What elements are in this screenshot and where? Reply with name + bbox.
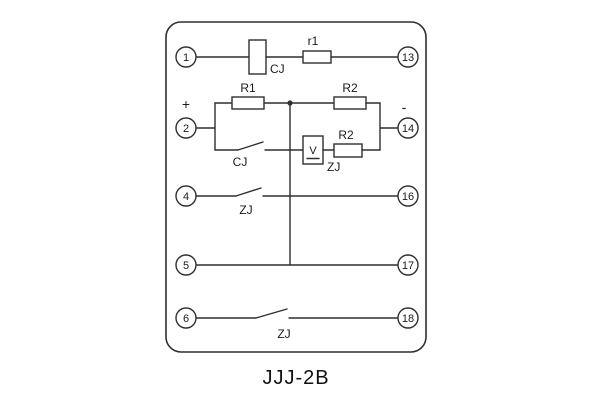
resistor-R2-bottom-label: R2 — [338, 128, 354, 142]
model-caption: JJJ-2B — [262, 367, 329, 389]
terminal-number: 18 — [402, 313, 414, 325]
terminal-circle — [175, 307, 197, 329]
terminal-4: 4 — [175, 185, 197, 207]
resistor-r1 — [302, 50, 332, 64]
terminal-number: 6 — [183, 313, 189, 325]
terminal-circle — [397, 254, 419, 276]
terminal-1: 1 — [175, 46, 197, 68]
terminal-13: 13 — [397, 46, 419, 68]
terminal-6: 6 — [175, 307, 197, 329]
zj-contact-lower-label: ZJ — [277, 327, 290, 341]
resistor-R2-bottom — [333, 143, 363, 158]
zj-contact-upper-blade — [235, 187, 262, 197]
terminal-circle — [175, 185, 197, 207]
terminal-number: 14 — [402, 123, 414, 135]
terminal-number: 5 — [183, 260, 189, 272]
cj-contact-label: CJ — [233, 155, 248, 169]
resistor-R2-top-label: R2 — [342, 81, 358, 95]
relay-case-outline — [165, 21, 427, 353]
terminal-number: 1 — [183, 52, 189, 64]
terminal-number: 17 — [402, 260, 414, 272]
zj-coil-label: ZJ — [327, 160, 340, 174]
terminal-number: 16 — [402, 191, 414, 203]
plus-sign: + — [182, 96, 190, 112]
terminal-number: 2 — [183, 123, 189, 135]
diode-symbol: V — [309, 145, 317, 157]
resistor-R1 — [231, 96, 265, 110]
zj-contact-lower-blade — [255, 308, 288, 319]
terminal-14: 14 — [397, 117, 419, 139]
terminal-18: 18 — [397, 307, 419, 329]
terminal-circle — [175, 254, 197, 276]
terminal-16: 16 — [397, 185, 419, 207]
resistor-r1-label: r1 — [308, 34, 319, 48]
resistor-R1-label: R1 — [240, 81, 256, 95]
terminal-number: 13 — [402, 52, 414, 64]
cj-contact-blade — [237, 141, 264, 151]
terminal-circle — [397, 117, 419, 139]
resistor-R2-top — [333, 96, 367, 110]
terminal-circle — [175, 117, 197, 139]
minus-sign: - — [402, 99, 407, 115]
terminal-circle — [397, 307, 419, 329]
terminal-circle — [397, 185, 419, 207]
terminal-circle — [175, 46, 197, 68]
terminal-2: 2 — [175, 117, 197, 139]
cj-coil-label: CJ — [270, 62, 285, 76]
terminal-5: 5 — [175, 254, 197, 276]
terminal-circle — [397, 46, 419, 68]
terminal-number: 4 — [183, 191, 189, 203]
zj-contact-upper-label: ZJ — [239, 203, 252, 217]
cj-coil — [248, 39, 267, 75]
terminal-17: 17 — [397, 254, 419, 276]
